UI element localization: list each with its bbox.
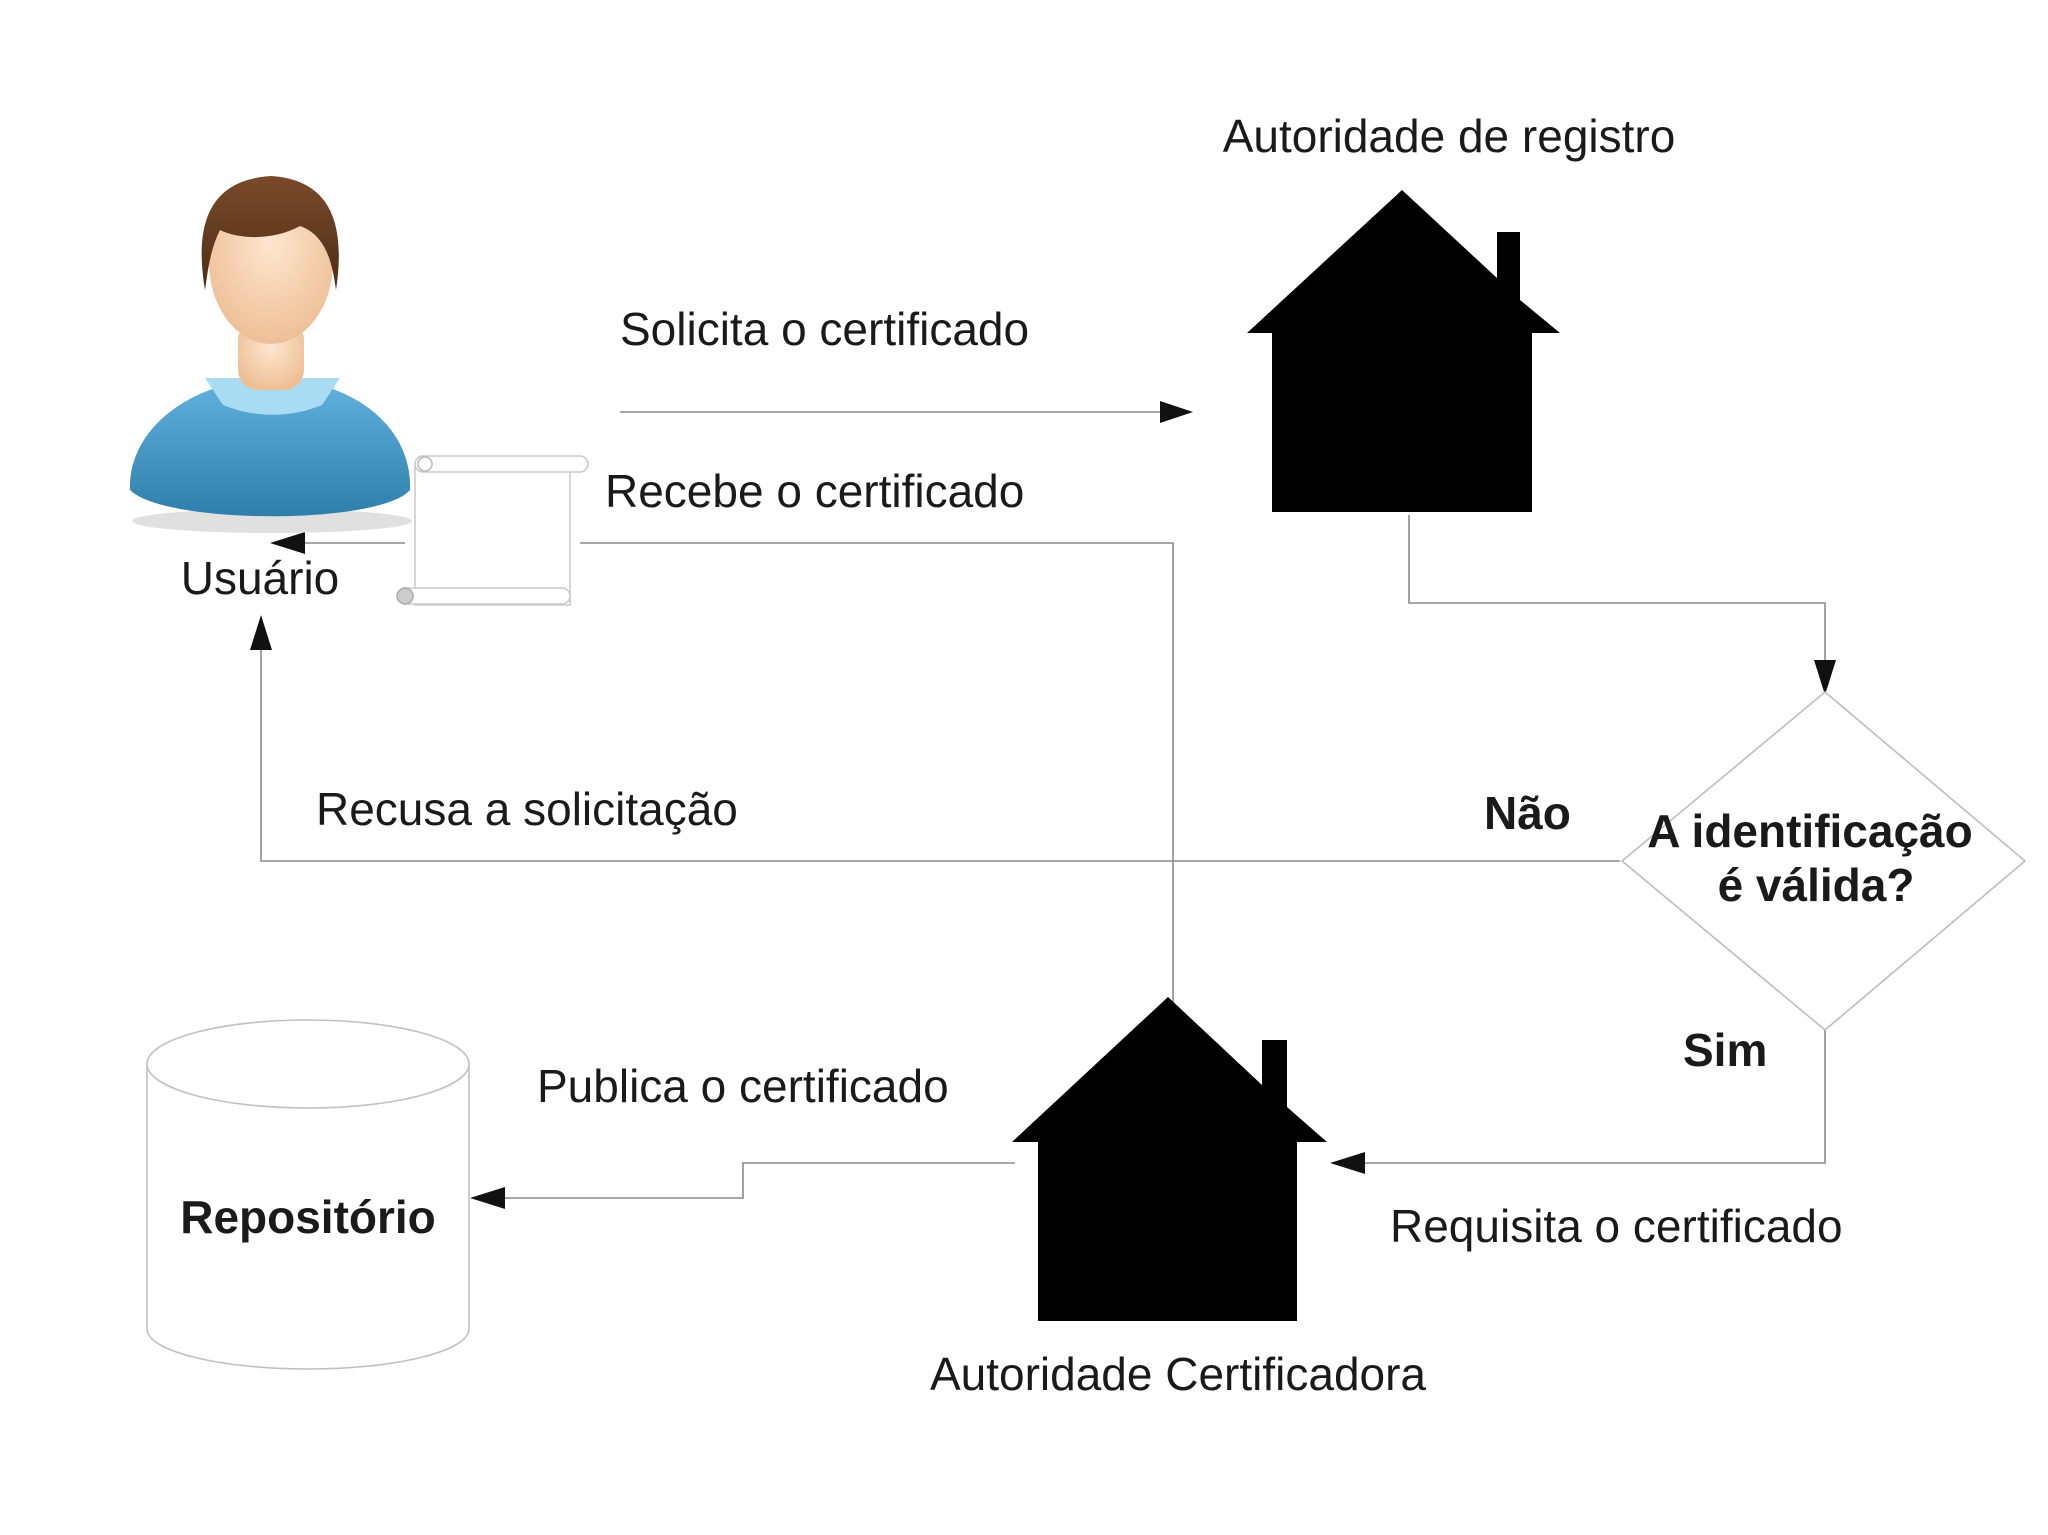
edge-receive-line xyxy=(580,542,1174,1003)
decision-label-line2: é válida? xyxy=(1718,859,1915,911)
registration-authority-label: Autoridade de registro xyxy=(1223,110,1676,162)
arrowhead-request xyxy=(1160,401,1193,423)
edge-publish-line xyxy=(500,1162,1015,1199)
edge-refuse-label: Recusa a solicitação xyxy=(316,783,738,835)
connectors xyxy=(260,411,1826,1199)
edge-ra-to-decision-line xyxy=(1408,515,1826,665)
arrowhead-yes xyxy=(1330,1152,1365,1174)
edge-ca-request-label: Requisita o certificado xyxy=(1390,1200,1843,1252)
edge-publish-label: Publica o certificado xyxy=(537,1060,949,1112)
edge-receive-label: Recebe o certificado xyxy=(605,465,1024,517)
decision-diamond xyxy=(1620,690,2027,1032)
user-avatar-icon xyxy=(129,176,412,533)
scroll-certificate-icon xyxy=(396,455,589,606)
arrowhead-ra-to-decision xyxy=(1814,660,1836,695)
edge-refuse-line xyxy=(260,645,1620,862)
arrowhead-publish xyxy=(470,1187,505,1209)
house-icon xyxy=(1012,997,1327,1321)
house-icon-certificate xyxy=(1012,997,1327,1321)
house-icon-registration xyxy=(1247,190,1560,512)
user-label: Usuário xyxy=(181,552,340,604)
repository-label: Repositório xyxy=(180,1191,436,1243)
arrowheads xyxy=(250,401,1836,1209)
arrowhead-receive xyxy=(270,532,305,554)
edge-yes-line xyxy=(1360,1030,1826,1164)
arrowhead-refuse xyxy=(250,615,272,650)
edge-request-label: Solicita o certificado xyxy=(620,303,1029,355)
decision-label-line1: A identificação xyxy=(1647,805,1972,857)
edge-no-label: Não xyxy=(1484,787,1571,839)
certificate-authority-label: Autoridade Certificadora xyxy=(930,1348,1426,1400)
edge-yes-label: Sim xyxy=(1683,1024,1767,1076)
house-icon xyxy=(1247,190,1560,512)
database-cylinder-icon xyxy=(146,1019,470,1370)
